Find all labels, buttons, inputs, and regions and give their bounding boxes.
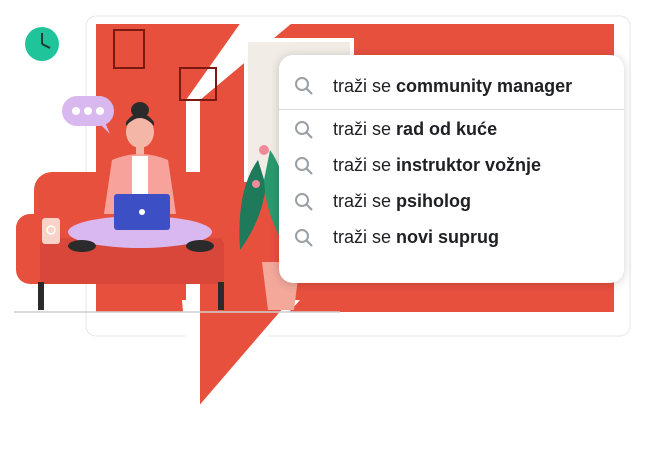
suggestion-prefix: traži se — [333, 227, 392, 247]
search-icon — [294, 76, 314, 96]
suggestion-text: traži se novi suprug — [333, 227, 499, 248]
picture-frame-1 — [113, 29, 145, 69]
laptop-icon — [114, 194, 170, 230]
suggestion-term: instruktor vožnje — [396, 155, 542, 175]
search-autocomplete-card: traži se community manager traži se rad … — [279, 55, 624, 283]
suggestion-prefix: traži se — [333, 119, 392, 139]
suggestion-term: psiholog — [396, 191, 472, 211]
suggestion-item[interactable]: traži se instruktor vožnje — [279, 149, 624, 185]
speech-tail-fill — [192, 300, 290, 408]
search-icon — [294, 192, 314, 212]
suggestion-prefix: traži se — [333, 191, 392, 211]
suggestion-item[interactable]: traži se psiholog — [279, 185, 624, 221]
search-query[interactable]: traži se community manager — [333, 76, 572, 97]
suggestion-item[interactable]: traži se rad od kuće — [279, 113, 624, 149]
search-query-term: community manager — [396, 76, 573, 96]
search-query-prefix: traži se — [333, 76, 392, 96]
suggestion-list: traži se rad od kuće traži se instruktor… — [279, 113, 624, 257]
suggestion-text: traži se psiholog — [333, 191, 471, 212]
suggestion-text: traži se rad od kuće — [333, 119, 497, 140]
suggestion-item[interactable]: traži se novi suprug — [279, 221, 624, 257]
search-input-row[interactable]: traži se community manager — [279, 55, 624, 110]
suggestion-text: traži se instruktor vožnje — [333, 155, 541, 176]
search-icon — [294, 228, 314, 248]
search-icon — [294, 120, 314, 140]
chat-bubble-icon — [62, 96, 114, 134]
clock-icon — [25, 27, 59, 61]
suggestion-term: rad od kuće — [396, 119, 498, 139]
search-icon — [294, 156, 314, 176]
suggestion-term: novi suprug — [396, 227, 500, 247]
suggestion-prefix: traži se — [333, 155, 392, 175]
cup — [42, 218, 60, 244]
picture-frame-2 — [179, 67, 217, 101]
